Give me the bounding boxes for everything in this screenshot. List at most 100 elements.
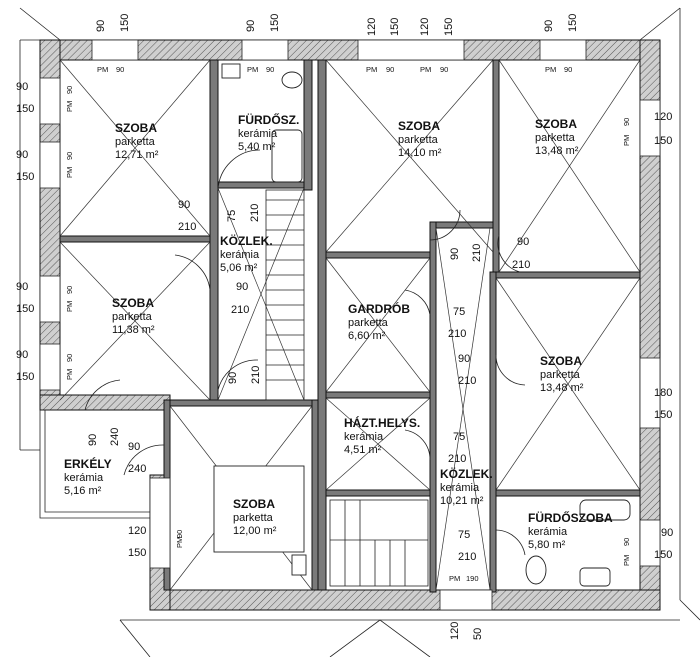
balcony-outline [39, 409, 150, 519]
svg-text:SZOBA: SZOBA [540, 354, 582, 368]
svg-text:50: 50 [472, 628, 484, 640]
svg-text:PM: PM [65, 101, 74, 112]
svg-text:10,21 m²: 10,21 m² [440, 495, 484, 507]
svg-text:150: 150 [443, 18, 455, 36]
svg-text:parketta: parketta [112, 311, 153, 323]
svg-text:parketta: parketta [233, 512, 274, 524]
room-kozlek-s: KÖZLEK. kerámia 10,21 m² [440, 466, 493, 507]
roof-lines [19, 7, 700, 657]
svg-text:210: 210 [249, 204, 261, 222]
svg-text:5,80 m²: 5,80 m² [528, 539, 566, 551]
svg-text:SZOBA: SZOBA [535, 117, 577, 131]
svg-text:SZOBA: SZOBA [115, 121, 157, 135]
svg-text:13,48 m²: 13,48 m² [535, 145, 579, 157]
svg-text:120: 120 [449, 622, 461, 640]
svg-text:90: 90 [622, 538, 631, 546]
svg-text:150: 150 [119, 14, 131, 32]
svg-text:PM: PM [65, 369, 74, 380]
svg-text:FÜRDŐSZ.: FÜRDŐSZ. [238, 112, 299, 127]
windows-top [39, 39, 661, 611]
svg-text:4,51 m²: 4,51 m² [344, 444, 382, 456]
svg-text:5,40 m²: 5,40 m² [238, 141, 276, 153]
svg-text:90: 90 [16, 81, 28, 93]
door-swings [84, 149, 526, 556]
room-szoba-nc: SZOBA parketta 14,10 m² [398, 119, 442, 159]
svg-text:90: 90 [245, 20, 257, 32]
svg-text:PM: PM [247, 65, 258, 74]
svg-text:150: 150 [654, 549, 672, 561]
svg-text:90: 90 [178, 199, 190, 211]
svg-text:PM: PM [622, 135, 631, 146]
svg-text:ERKÉLY: ERKÉLY [64, 456, 112, 471]
svg-text:90: 90 [116, 65, 124, 74]
svg-text:210: 210 [512, 259, 530, 271]
svg-text:14,10 m²: 14,10 m² [398, 147, 442, 159]
staircase-upper [265, 189, 305, 401]
svg-text:90: 90 [517, 236, 529, 248]
svg-text:parketta: parketta [535, 132, 576, 144]
room-furdoszoba: FÜRDŐSZOBA kerámia 5,80 m² [528, 510, 613, 551]
room-kozlek-n: KÖZLEK. kerámia 5,06 m² [220, 233, 273, 274]
svg-text:240: 240 [128, 463, 146, 475]
svg-text:210: 210 [448, 328, 466, 340]
svg-text:5,06 m²: 5,06 m² [220, 262, 258, 274]
svg-text:PM: PM [366, 65, 377, 74]
pm-left: PM 90 PM 90 PM 90 PM 90 [65, 86, 74, 380]
svg-text:PM: PM [420, 65, 431, 74]
svg-text:kerámia: kerámia [238, 128, 278, 140]
svg-text:parketta: parketta [398, 134, 439, 146]
svg-text:90: 90 [128, 441, 140, 453]
svg-text:90: 90 [449, 248, 461, 260]
room-szoba-w: SZOBA parketta 11,38 m² [112, 296, 155, 336]
svg-text:150: 150 [16, 371, 34, 383]
svg-text:parketta: parketta [540, 369, 581, 381]
svg-text:210: 210 [231, 304, 249, 316]
svg-text:6,60 m²: 6,60 m² [348, 330, 386, 342]
svg-text:90: 90 [266, 65, 274, 74]
svg-text:90: 90 [564, 65, 572, 74]
svg-text:210: 210 [471, 244, 483, 262]
room-szoba-ne: SZOBA parketta 13,48 m² [535, 117, 579, 157]
svg-text:90: 90 [227, 372, 239, 384]
room-diagonals [59, 59, 641, 591]
pm-right: PM 90 PM 90 [622, 118, 631, 566]
svg-text:210: 210 [250, 366, 262, 384]
svg-text:75: 75 [458, 529, 470, 541]
svg-text:kerámia: kerámia [64, 472, 104, 484]
svg-text:210: 210 [458, 375, 476, 387]
room-szoba-e: SZOBA parketta 13,48 m² [540, 354, 584, 394]
svg-text:PM: PM [545, 65, 556, 74]
svg-text:90: 90 [440, 65, 448, 74]
svg-text:PM: PM [622, 555, 631, 566]
svg-text:75: 75 [453, 306, 465, 318]
svg-text:150: 150 [389, 18, 401, 36]
svg-text:kerámia: kerámia [440, 482, 480, 494]
svg-text:KÖZLEK.: KÖZLEK. [220, 233, 273, 248]
svg-text:90: 90 [65, 152, 74, 160]
svg-text:90: 90 [16, 149, 28, 161]
svg-text:90: 90 [65, 354, 74, 362]
svg-text:SZOBA: SZOBA [112, 296, 154, 310]
svg-text:FÜRDŐSZOBA: FÜRDŐSZOBA [528, 510, 613, 525]
svg-text:150: 150 [654, 409, 672, 421]
svg-text:12,00 m²: 12,00 m² [233, 525, 277, 537]
svg-text:90: 90 [236, 281, 248, 293]
svg-text:75: 75 [226, 210, 238, 222]
room-szoba-nw: SZOBA parketta 12,71 m² [115, 121, 159, 161]
svg-text:90: 90 [16, 349, 28, 361]
svg-text:150: 150 [567, 14, 579, 32]
svg-text:parketta: parketta [115, 136, 156, 148]
svg-text:PM: PM [97, 65, 108, 74]
svg-text:SZOBA: SZOBA [398, 119, 440, 133]
svg-text:PM: PM [65, 301, 74, 312]
svg-text:210: 210 [458, 551, 476, 563]
svg-text:150: 150 [654, 135, 672, 147]
room-furdosz: FÜRDŐSZ. kerámia 5,40 m² [238, 112, 299, 153]
svg-text:180: 180 [654, 387, 672, 399]
svg-text:13,48 m²: 13,48 m² [540, 382, 584, 394]
svg-text:90: 90 [661, 527, 673, 539]
svg-text:HÁZT.HELYS.: HÁZT.HELYS. [344, 415, 420, 430]
svg-text:90: 90 [65, 286, 74, 294]
svg-text:SZOBA: SZOBA [233, 497, 275, 511]
